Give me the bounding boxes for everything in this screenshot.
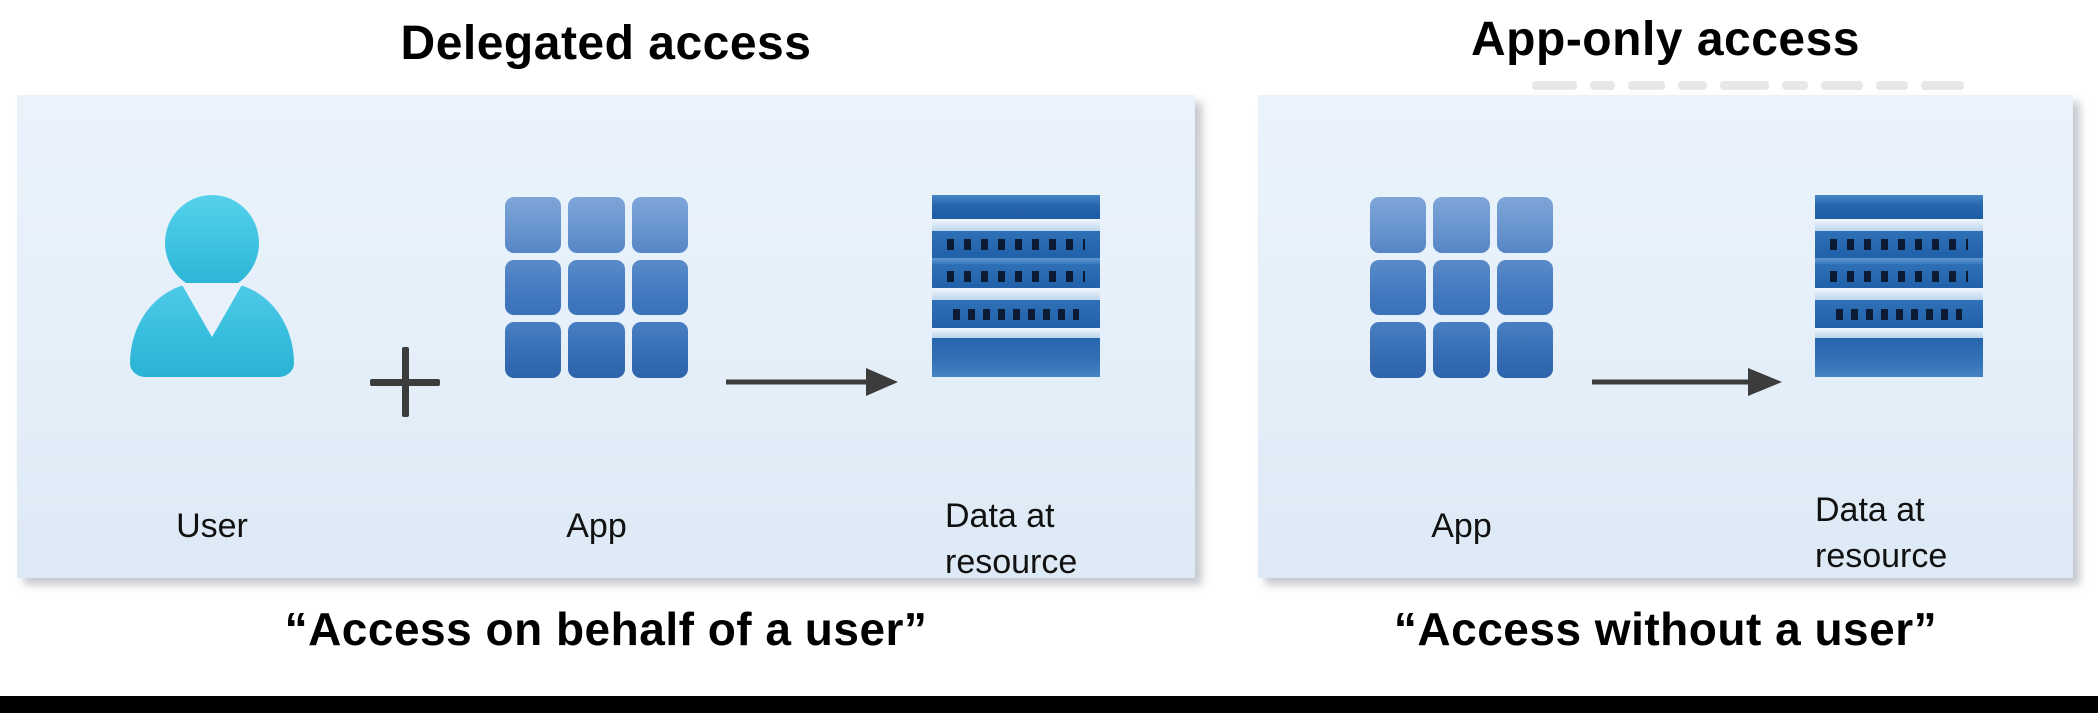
faded-text-artifact bbox=[1532, 80, 1964, 91]
app-grid-icon bbox=[505, 197, 688, 378]
arrow-right-icon bbox=[726, 368, 898, 396]
plus-icon bbox=[370, 347, 440, 417]
data-at-resource-label-line2: resource bbox=[1815, 537, 1948, 575]
person-head bbox=[165, 195, 259, 291]
bottom-black-bar bbox=[0, 696, 2098, 713]
person-collar bbox=[181, 283, 243, 337]
person-icon bbox=[130, 195, 294, 377]
app-only-access-panel: App Data at resource bbox=[1258, 95, 2073, 578]
data-at-resource-label-line1: Data at bbox=[945, 497, 1055, 535]
app-label: App bbox=[1431, 507, 1492, 545]
delegated-access-panel: User App Data at resource bbox=[17, 95, 1195, 581]
user-label: User bbox=[176, 507, 248, 545]
delegated-access-title: Delegated access bbox=[400, 17, 812, 70]
app-grid-icon bbox=[1370, 197, 1553, 378]
data-at-resource-label-line1: Data at bbox=[1815, 491, 1925, 529]
delegated-access-caption: “Access on behalf of a user” bbox=[284, 603, 928, 655]
app-label: App bbox=[566, 507, 627, 545]
data-at-resource-label-line2: resource bbox=[945, 543, 1078, 581]
database-icon bbox=[932, 195, 1100, 377]
database-icon bbox=[1815, 195, 1983, 377]
data-at-resource-label: Data at resource bbox=[1815, 487, 1947, 579]
app-only-access-title: App-only access bbox=[1471, 13, 1860, 66]
arrow-right-icon bbox=[1592, 368, 1782, 396]
data-at-resource-label: Data at resource bbox=[945, 493, 1077, 585]
app-only-access-caption: “Access without a user” bbox=[1393, 603, 1938, 655]
